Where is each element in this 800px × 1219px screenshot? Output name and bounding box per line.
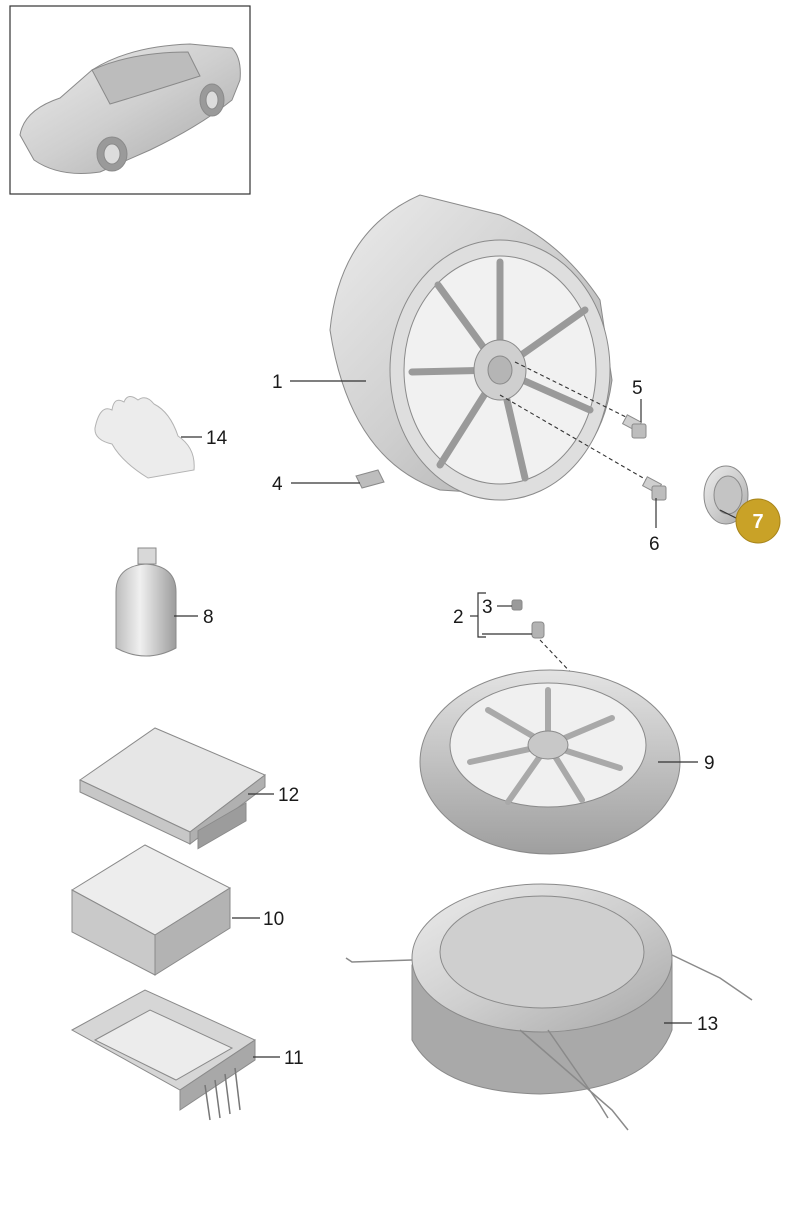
callout-2: 2 (453, 607, 464, 628)
callout-7[interactable]: 7 (752, 511, 763, 533)
callout-8: 8 (203, 607, 214, 628)
assembly-line-bolt-6 (499, 394, 651, 483)
callout-12: 12 (278, 785, 299, 806)
wheel-bolt (621, 414, 647, 439)
callout-1: 1 (272, 372, 283, 393)
alloy-wheel (329, 194, 613, 501)
callout-3: 3 (482, 597, 493, 618)
vehicle-thumbnail (9, 5, 251, 195)
callout-10: 10 (263, 909, 284, 930)
control-unit (79, 727, 266, 850)
callout-11: 11 (284, 1048, 304, 1069)
gloves (94, 396, 195, 479)
highlight-circle[interactable] (735, 498, 781, 544)
car-illustration (19, 43, 241, 174)
balance-weight (355, 469, 385, 489)
sealant-bottle (115, 547, 177, 657)
callout-7-highlight[interactable]: 7 (735, 498, 781, 544)
valve-parts (511, 599, 545, 639)
callout-9: 9 (704, 753, 715, 774)
box-module (71, 844, 232, 976)
callout-6: 6 (649, 534, 660, 555)
callout-13: 13 (697, 1014, 718, 1035)
mounting-bracket (70, 989, 257, 1121)
leader-lines (174, 380, 741, 1058)
spare-wheel-cover (345, 883, 753, 1131)
callout-4: 4 (272, 474, 283, 495)
assembly-line-bolt-5 (514, 361, 633, 421)
callout-5: 5 (632, 378, 643, 399)
locking-wheel-bolt (641, 476, 667, 501)
callout-14: 14 (206, 428, 228, 449)
spare-wheel (419, 669, 681, 855)
hub-cap (703, 465, 749, 525)
